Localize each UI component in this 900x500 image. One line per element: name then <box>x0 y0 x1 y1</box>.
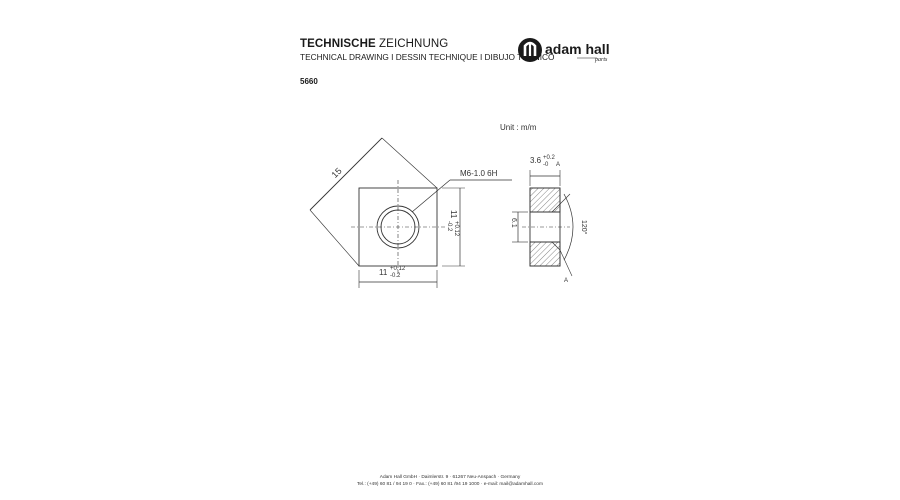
footer-address: Adam Hall GmbH · Daimlerstr. 9 · 61267 N… <box>379 475 521 480</box>
height-tol-minus: -0.2 <box>446 221 452 232</box>
technical-drawing: Unit : m/m 15 M6-1.0 6H 11 +0.12 -0.2 11… <box>309 123 588 288</box>
logo-text: adam hall <box>545 41 610 57</box>
diagonal-dim: 15 <box>330 166 344 180</box>
width-dim: 11 <box>379 268 388 277</box>
height-tol-plus: +0.12 <box>453 221 459 237</box>
section-mark-top: A <box>556 162 560 168</box>
adam-hall-logo: adam hall parts <box>518 38 610 63</box>
logo-tag: parts <box>594 57 608 63</box>
part-number: 5660 <box>300 77 318 86</box>
height-dim: 11 <box>449 210 458 219</box>
width-tol-plus: +0.12 <box>390 266 406 272</box>
document-title: TECHNISCHE ZEICHNUNG <box>300 38 448 50</box>
thickness-dim: 3.6 <box>530 156 542 165</box>
section-view <box>512 170 574 277</box>
footer-contact: Tel.: (+49) 60 81 / 94 19 0 · Fax.: (+49… <box>357 482 543 487</box>
document-subtitle: TECHNICAL DRAWING I DESSIN TECHNIQUE I D… <box>300 52 555 62</box>
front-view <box>309 137 512 288</box>
thickness-tol-minus: -0 <box>543 162 549 168</box>
title-light: ZEICHNUNG <box>375 38 449 50</box>
section-mark-bottom: A <box>564 278 568 284</box>
thickness-tol-plus: +0.2 <box>543 155 556 161</box>
title-bold: TECHNISCHE <box>300 38 376 50</box>
angle-dim: 120° <box>580 220 588 235</box>
thread-callout: M6-1.0 6H <box>460 169 498 178</box>
bore-dim: 6.1 <box>510 218 517 228</box>
unit-note: Unit : m/m <box>500 123 537 132</box>
width-tol-minus: -0.2 <box>390 273 401 279</box>
